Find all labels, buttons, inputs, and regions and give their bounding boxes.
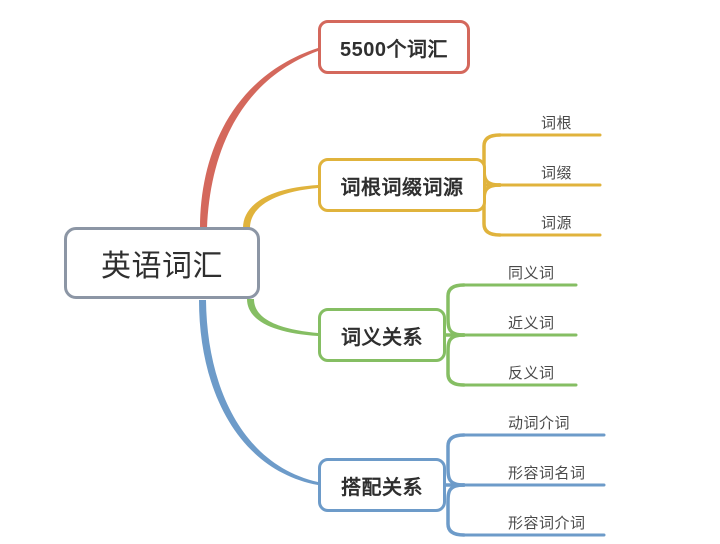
branch-node-3-label: 搭配关系	[341, 476, 423, 499]
branch-node-2-label: 词义关系	[341, 326, 423, 349]
connector-branch-3	[199, 300, 318, 485]
leaf-label-2-1[interactable]: 近义词	[508, 315, 555, 332]
connector-branch-1	[243, 185, 318, 228]
branch-node-0[interactable]: 5500个词汇	[318, 20, 470, 74]
branch-node-1[interactable]: 词根词缀词源	[318, 158, 486, 212]
connector-branch-2	[247, 299, 318, 336]
leaf-label-1-2[interactable]: 词源	[541, 215, 573, 232]
subbranch-group-2	[444, 283, 578, 387]
root-node[interactable]: 英语词汇	[64, 227, 260, 299]
connector-branch-0	[200, 48, 318, 228]
leaf-label-3-1[interactable]: 形容词名词	[508, 465, 586, 482]
leaf-label-1-0[interactable]: 词根	[541, 115, 573, 132]
leaf-label-1-1[interactable]: 词缀	[541, 165, 573, 182]
root-node-label: 英语词汇	[101, 250, 223, 283]
leaf-label-3-0[interactable]: 动词介词	[508, 415, 571, 432]
branch-node-2[interactable]: 词义关系	[318, 308, 446, 362]
subbranch-group-1	[482, 133, 602, 237]
branch-node-1-label: 词根词缀词源	[340, 176, 464, 199]
subbranch-group-3	[444, 433, 606, 537]
leaf-label-2-2[interactable]: 反义词	[508, 365, 555, 382]
leaf-label-3-2[interactable]: 形容词介词	[508, 515, 586, 532]
leaf-label-2-0[interactable]: 同义词	[508, 265, 555, 282]
branch-node-0-label: 5500个词汇	[340, 38, 448, 61]
branch-node-3[interactable]: 搭配关系	[318, 458, 446, 512]
